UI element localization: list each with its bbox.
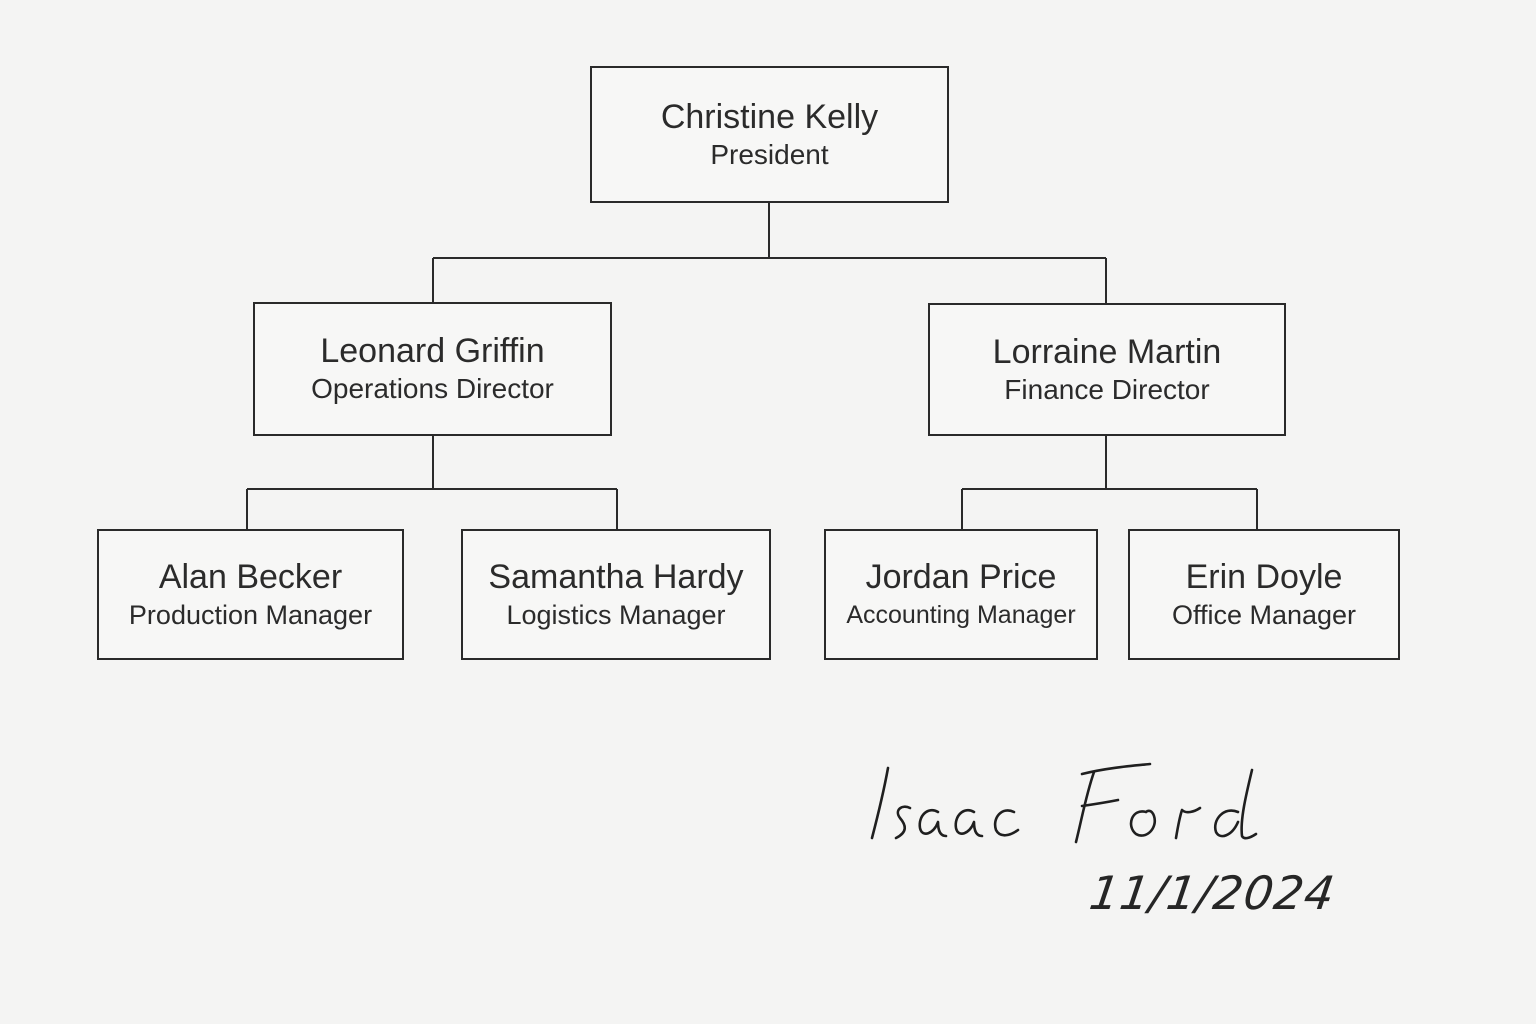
node-role: Accounting Manager	[846, 600, 1076, 629]
signature-date: 11/1/2024	[1086, 866, 1339, 920]
node-president: Christine Kelly President	[590, 66, 949, 203]
node-logistics-manager: Samantha Hardy Logistics Manager	[461, 529, 771, 660]
node-name: Erin Doyle	[1185, 557, 1343, 596]
signature-image	[870, 762, 1258, 844]
node-accounting-manager: Jordan Price Accounting Manager	[824, 529, 1098, 660]
node-office-manager: Erin Doyle Office Manager	[1128, 529, 1400, 660]
node-role: Office Manager	[1171, 599, 1357, 630]
node-role: Finance Director	[1004, 373, 1210, 405]
node-production-manager: Alan Becker Production Manager	[97, 529, 404, 660]
node-name: Leonard Griffin	[320, 332, 545, 370]
node-role: Logistics Manager	[506, 599, 726, 630]
node-role: Operations Director	[311, 373, 554, 404]
node-name: Alan Becker	[158, 557, 343, 596]
node-role: Production Manager	[128, 599, 373, 630]
node-finance-director: Lorraine Martin Finance Director	[928, 303, 1286, 436]
node-role: President	[710, 138, 829, 170]
node-name: Lorraine Martin	[992, 332, 1222, 371]
node-name: Christine Kelly	[660, 97, 879, 136]
node-name: Samantha Hardy	[488, 557, 744, 596]
node-name: Jordan Price	[865, 557, 1057, 596]
node-operations-director: Leonard Griffin Operations Director	[253, 302, 612, 436]
